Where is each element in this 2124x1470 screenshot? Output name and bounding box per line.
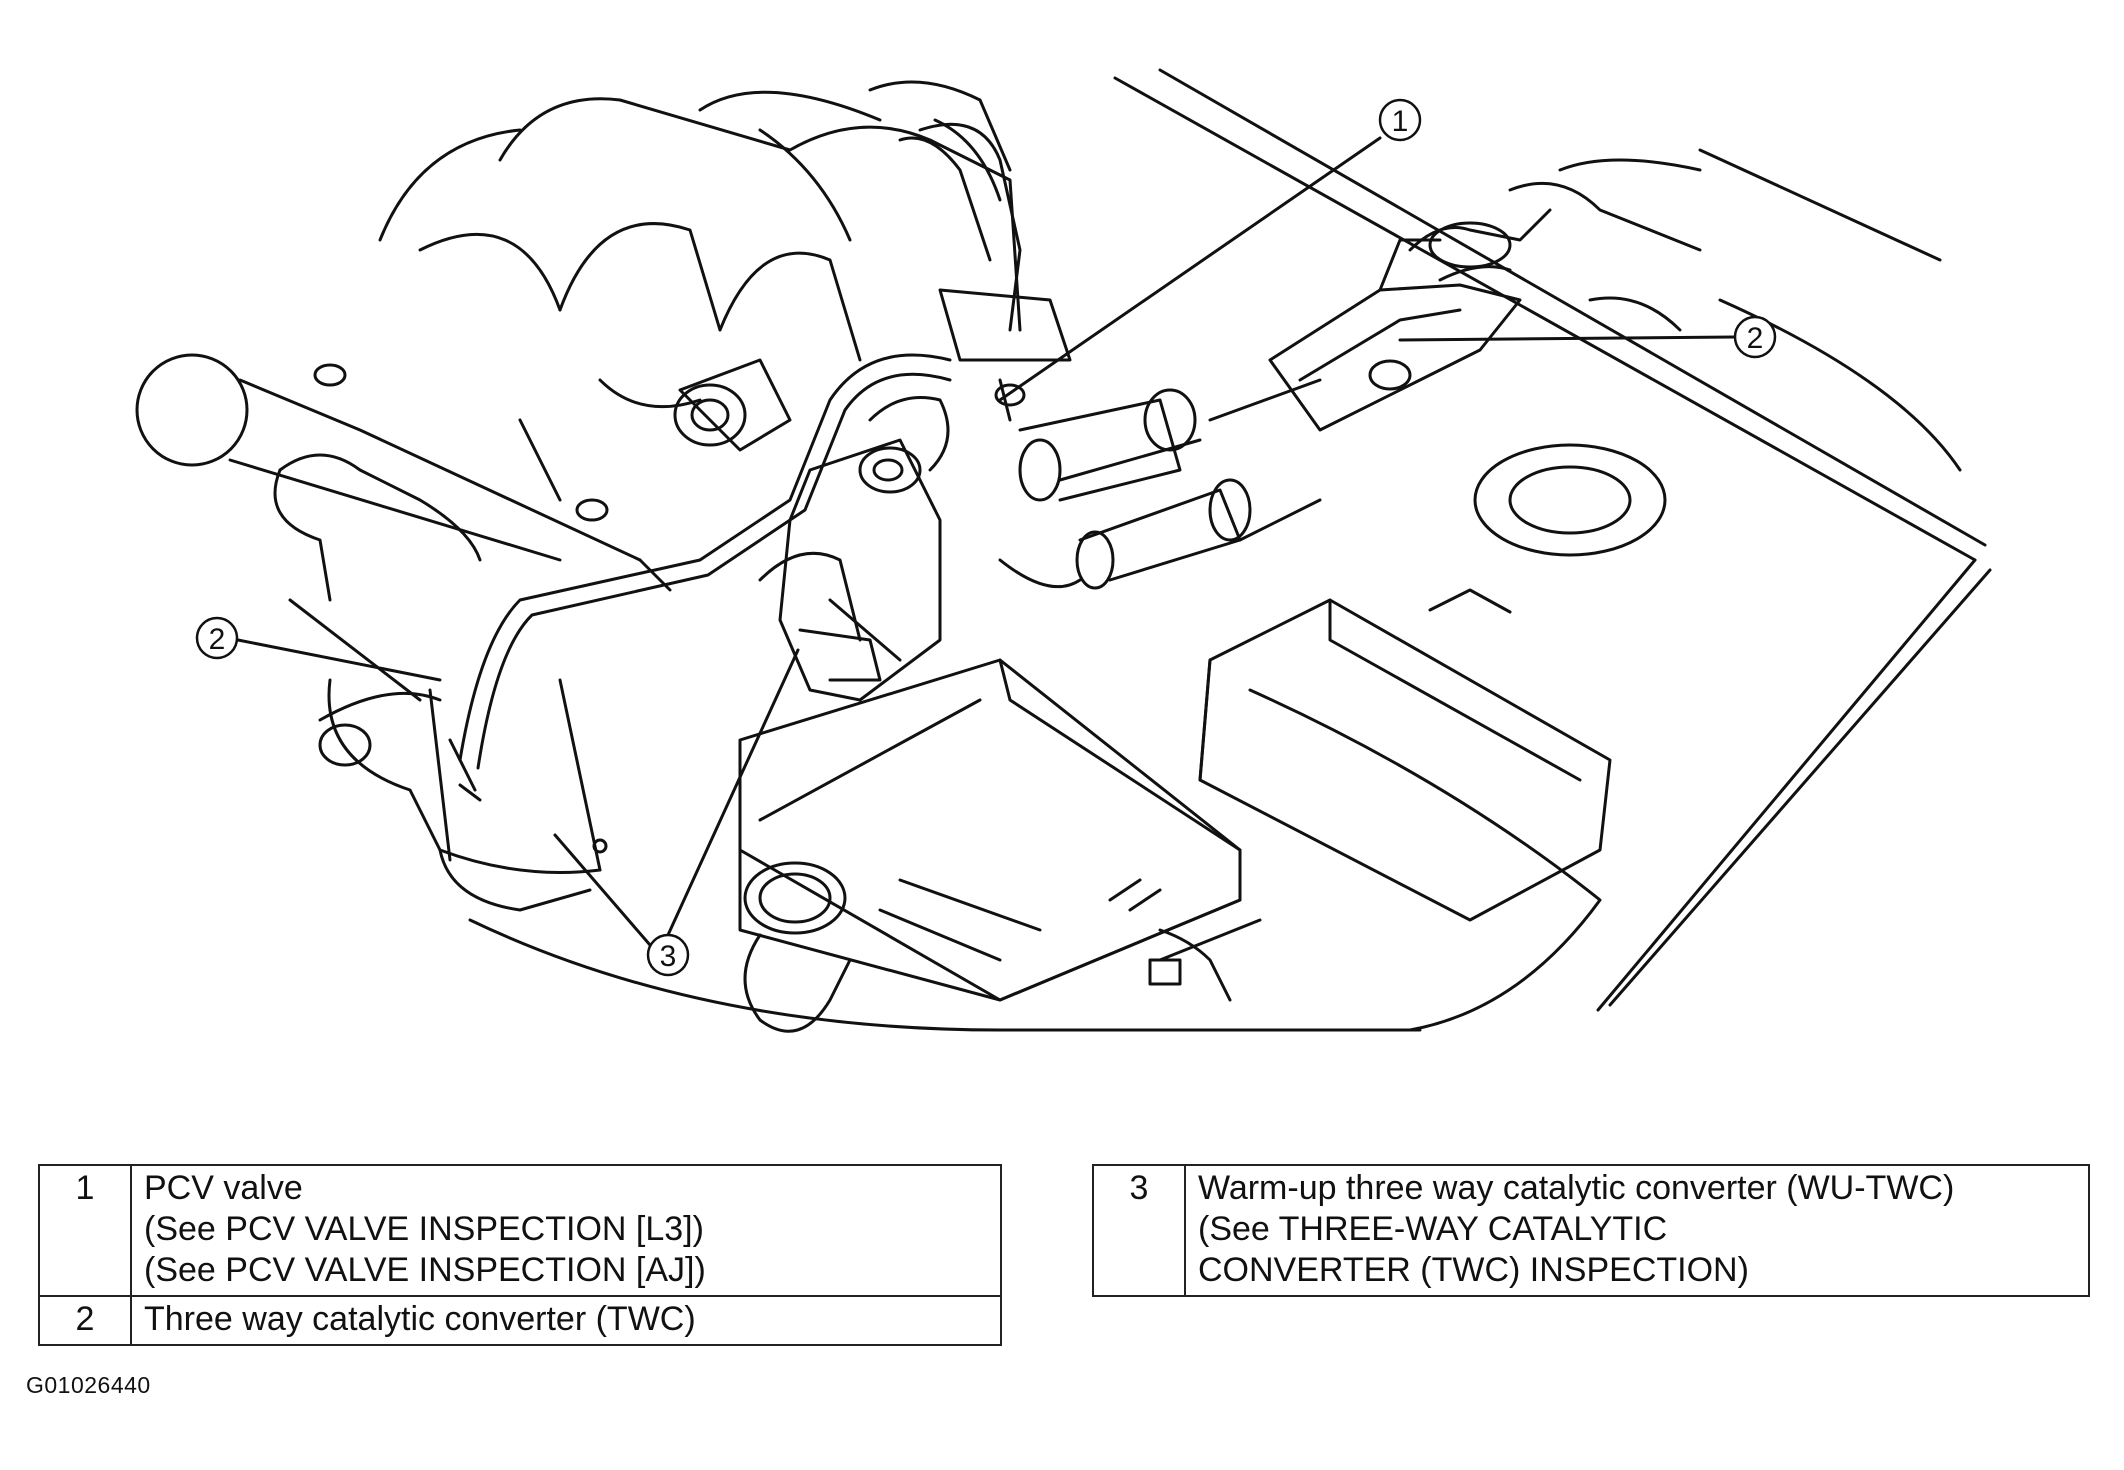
throttle-body-assembly <box>673 122 1072 472</box>
callout-3: 3 <box>646 933 690 977</box>
legend-row: 2 Three way catalytic converter (TWC) <box>38 1295 1002 1346</box>
legend-description: Three way catalytic converter (TWC) <box>130 1295 1002 1346</box>
legend-table-left: 1 PCV valve (See PCV VALVE INSPECTION [L… <box>38 1164 1002 1346</box>
legend-line: (See PCV VALVE INSPECTION [L3]) <box>144 1210 704 1248</box>
svg-text:2: 2 <box>209 623 226 656</box>
battery-box <box>1198 443 1667 922</box>
legend-row: 1 PCV valve (See PCV VALVE INSPECTION [L… <box>38 1164 1002 1297</box>
warm-up-catalytic-converter <box>758 438 942 702</box>
legend-number: 2 <box>38 1295 132 1346</box>
legend-line: Warm-up three way catalytic converter (W… <box>1198 1169 1955 1207</box>
right-catalytic-converter <box>1268 158 1702 432</box>
svg-text:2: 2 <box>1747 322 1764 355</box>
engine-block <box>135 353 672 702</box>
figure-code: G01026440 <box>26 1372 151 1398</box>
intake-manifold <box>378 80 1022 502</box>
vehicle-body-outline <box>1113 68 1992 1032</box>
callout-2-right: 2 <box>1733 315 1777 359</box>
svg-text:1: 1 <box>1392 105 1409 138</box>
svg-text:3: 3 <box>660 940 677 973</box>
air-cleaner <box>738 658 1262 1033</box>
legend-line: CONVERTER (TWC) INSPECTION) <box>1198 1251 1749 1289</box>
callout-2-left: 2 <box>195 616 239 660</box>
lower-body-line <box>468 918 1422 1032</box>
exhaust-pipes <box>998 378 1322 590</box>
legend-description: Warm-up three way catalytic converter (W… <box>1184 1164 2090 1297</box>
legend-row: 3 Warm-up three way catalytic converter … <box>1092 1164 2090 1297</box>
legend-description: PCV valve (See PCV VALVE INSPECTION [L3]… <box>130 1164 1002 1297</box>
legend-table-right: 3 Warm-up three way catalytic converter … <box>1092 1164 2090 1297</box>
legend-number: 1 <box>38 1164 132 1297</box>
left-catalytic-converter <box>273 453 608 912</box>
legend-line: (See THREE-WAY CATALYTIC <box>1198 1210 1668 1248</box>
legend-line: Three way catalytic converter (TWC) <box>144 1300 696 1338</box>
legend-number: 3 <box>1092 1164 1186 1297</box>
leader-lines <box>236 136 1737 947</box>
legend-line: (See PCV VALVE INSPECTION [AJ]) <box>144 1251 706 1289</box>
pcv-hose <box>448 353 952 802</box>
engine-bay-illustration: 1 2 2 3 <box>135 68 1992 1033</box>
callout-1: 1 <box>1378 98 1422 142</box>
legend-line: PCV valve <box>144 1169 303 1207</box>
